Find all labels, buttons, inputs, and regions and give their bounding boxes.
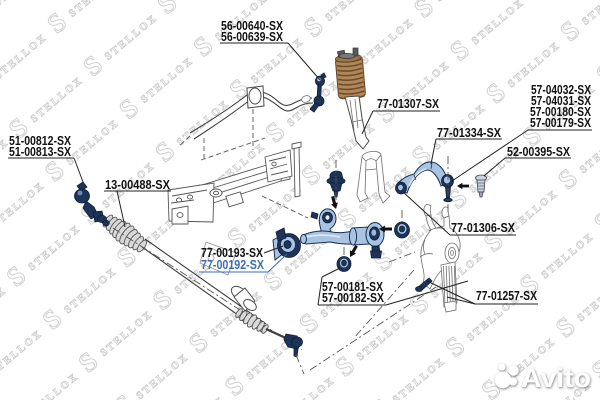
svg-text:77-01307-SX: 77-01307-SX	[377, 96, 439, 111]
svg-text:77-01306-SX: 77-01306-SX	[451, 220, 515, 235]
svg-text:52-00395-SX: 52-00395-SX	[507, 144, 570, 159]
svg-text:51-00813-SX: 51-00813-SX	[9, 144, 71, 159]
svg-text:77-01334-SX: 77-01334-SX	[437, 125, 501, 140]
svg-text:Avito: Avito	[521, 363, 591, 393]
svg-text:56-00639-SX: 56-00639-SX	[221, 29, 283, 44]
svg-text:77-00192-SX: 77-00192-SX	[201, 257, 264, 272]
svg-text:13-00488-SX: 13-00488-SX	[105, 177, 170, 192]
svg-text:57-00182-SX: 57-00182-SX	[322, 290, 384, 305]
svg-text:77-01257-SX: 77-01257-SX	[476, 288, 537, 303]
svg-text:57-00179-SX: 57-00179-SX	[530, 115, 591, 130]
